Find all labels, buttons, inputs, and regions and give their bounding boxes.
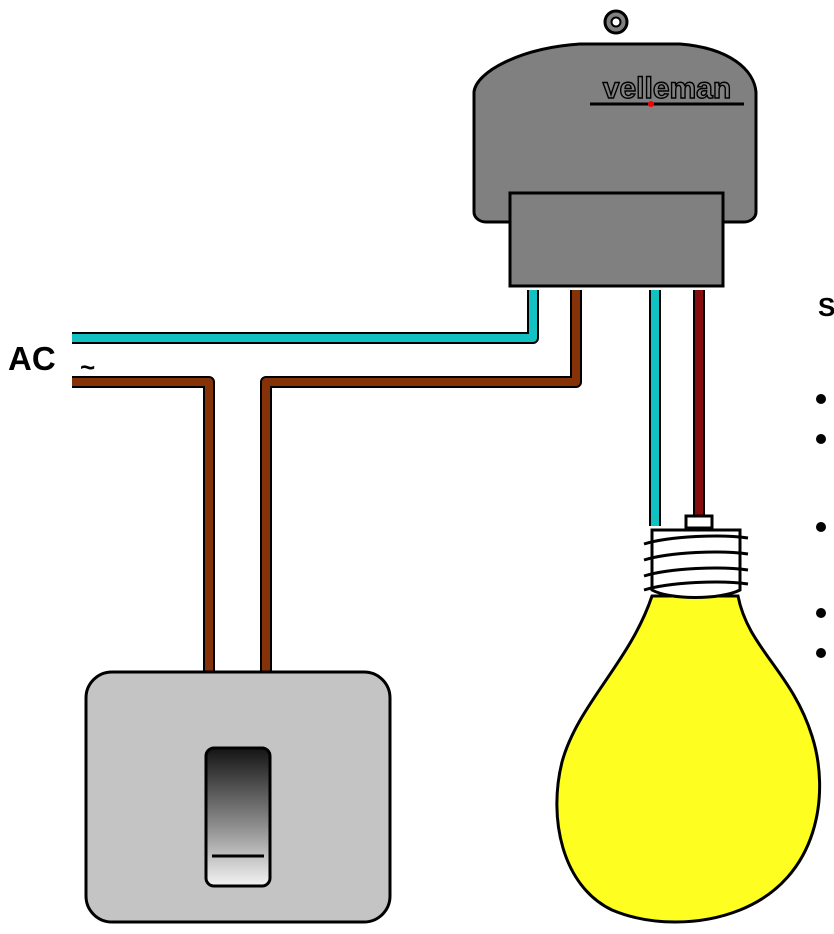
neutral-wire-ac (72, 290, 539, 344)
module-housing (472, 42, 758, 224)
side-bullet (816, 522, 826, 532)
wall-switch-icon (84, 670, 392, 924)
side-bullet (816, 434, 826, 444)
live-wire-ac (72, 376, 215, 672)
side-bullet (816, 648, 826, 658)
brand-logo: velleman (603, 72, 731, 105)
ac-symbol: ~ (80, 352, 96, 382)
side-bullet (816, 394, 826, 404)
switched-wire (260, 290, 582, 672)
wires (72, 290, 705, 672)
bulb-screw-thread (643, 534, 749, 592)
ac-label: AC (8, 340, 56, 377)
light-bulb-icon (555, 514, 822, 924)
bulb-contact-tip (684, 514, 714, 530)
bulb-glass (555, 594, 822, 924)
brand-dot (648, 101, 654, 107)
dimmer-module-icon: velleman (472, 9, 758, 288)
side-bullet (816, 608, 826, 618)
side-heading: S (818, 292, 834, 322)
switch-rocker[interactable] (204, 746, 272, 888)
module-terminal-block (508, 191, 725, 288)
